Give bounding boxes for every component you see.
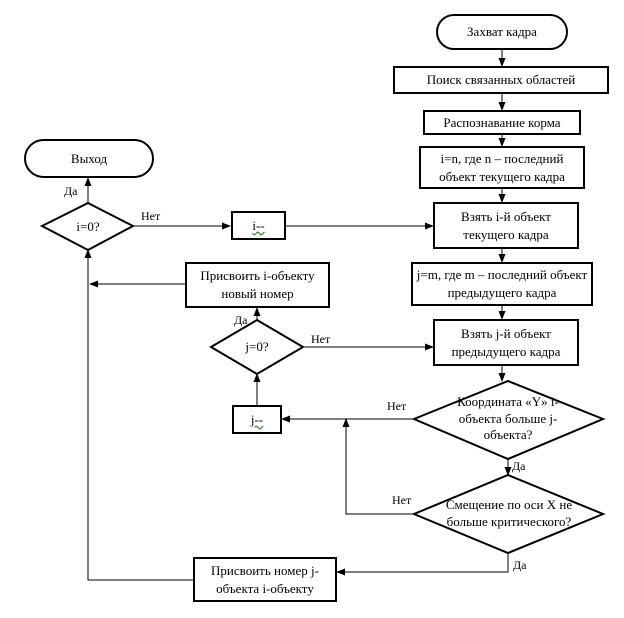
label-no-y: Нет (387, 399, 407, 413)
diamond-j-zero (209, 318, 305, 376)
search-box: Поиск связанных областей (393, 66, 609, 94)
label-yes-j0: Да (234, 313, 248, 327)
dec-j-box: j-- (232, 405, 282, 434)
i-zero-text: i=0? (76, 218, 100, 234)
diamond-i-zero (39, 201, 136, 252)
take-i-box: Взять i-й объект текущего кадра (433, 202, 579, 249)
set-j-box: j=m, где m – последний объект предыдущег… (411, 262, 593, 306)
label-no-j0: Нет (311, 332, 331, 346)
j-zero-text: j=0? (245, 338, 269, 354)
recognize-box: Распознавание корма (423, 110, 581, 135)
cond-y-text: Координата «Y» i-объекта больше j-объект… (457, 393, 559, 443)
dec-i-box: i-- (231, 211, 286, 240)
label-yes-y: Да (512, 459, 526, 473)
start-terminal: Захват кадра (436, 14, 568, 50)
cond-x-text: Смещение по оси X не больше критического… (445, 497, 573, 529)
label-yes-i0: Да (64, 184, 78, 198)
label-no-x: Нет (392, 493, 412, 507)
diamond-cond-y (411, 379, 606, 461)
take-j-box: Взять j-й объект предыдущего кадра (433, 319, 579, 366)
diamond-cond-x (411, 473, 606, 555)
label-no-i0: Нет (141, 209, 161, 223)
set-i-box: i=n, где n – последний объект текущего к… (419, 146, 585, 189)
arrow-assignj-i0 (84, 249, 193, 581)
exit-terminal: Выход (24, 139, 154, 178)
assign-new-box: Присвоить i-объекту новый номер (185, 262, 330, 308)
label-yes-x: Да (513, 558, 527, 572)
arrow-condx-assignj (336, 553, 509, 576)
arrow-condx-no (342, 418, 414, 515)
assign-j-box: Присвоить номер j-объекта i-объекту (193, 557, 337, 602)
